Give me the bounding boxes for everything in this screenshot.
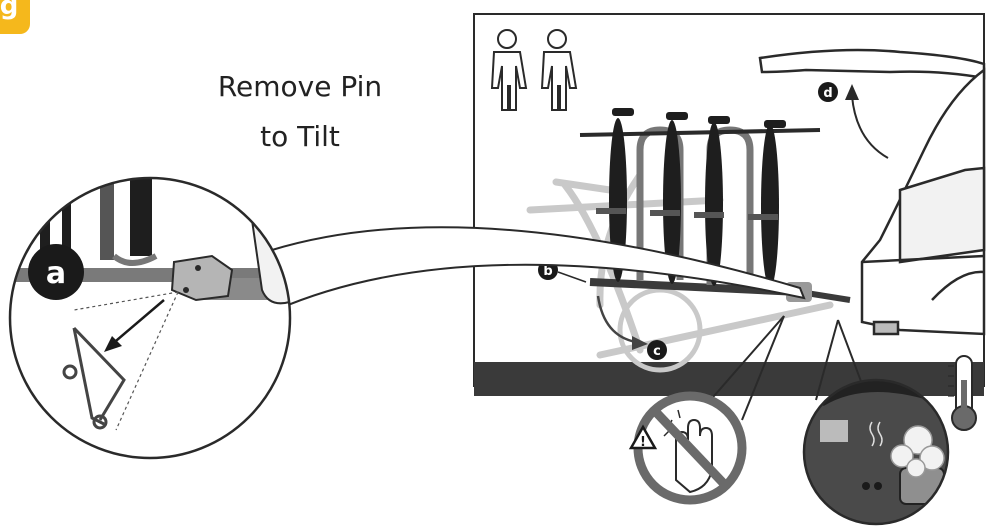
- thermometer-icon: [948, 355, 977, 431]
- adult-person-icon: [490, 29, 528, 111]
- step-badge-letter: g: [0, 0, 18, 21]
- svg-text:d: d: [823, 86, 832, 101]
- warning-triangle-icon: !: [628, 424, 658, 450]
- svg-text:a: a: [46, 256, 66, 291]
- svg-text:c: c: [653, 344, 661, 359]
- adult-person-icon: [540, 29, 578, 111]
- title-line-1: Remove Pin: [218, 70, 382, 103]
- bike-carrier: [579, 108, 851, 303]
- svg-text:!: !: [640, 435, 646, 450]
- tilt-arrow-head: [632, 336, 648, 350]
- no-touch-warning: [633, 391, 747, 505]
- hitch-pin-detail-circle: a: [8, 176, 292, 460]
- callout-a: a: [28, 244, 84, 300]
- title-line-2: to Tilt: [260, 120, 340, 153]
- zoom-connector: [270, 226, 806, 312]
- car-rear: [758, 48, 986, 336]
- two-person-icon: [490, 29, 578, 111]
- hot-exhaust-detail-circle: [802, 378, 950, 526]
- callout-c: c: [647, 340, 667, 360]
- bike-wheels: [609, 118, 779, 288]
- callout-d: d: [818, 82, 838, 102]
- exhaust-smoke-icon: [890, 425, 945, 478]
- hatch-arrow-head: [845, 84, 859, 100]
- hitch-pin: [62, 326, 126, 430]
- step-badge: g: [0, 0, 30, 34]
- tilt-arrow: [596, 295, 637, 344]
- hatch-arrow: [851, 95, 889, 159]
- svg-text:b: b: [543, 264, 552, 279]
